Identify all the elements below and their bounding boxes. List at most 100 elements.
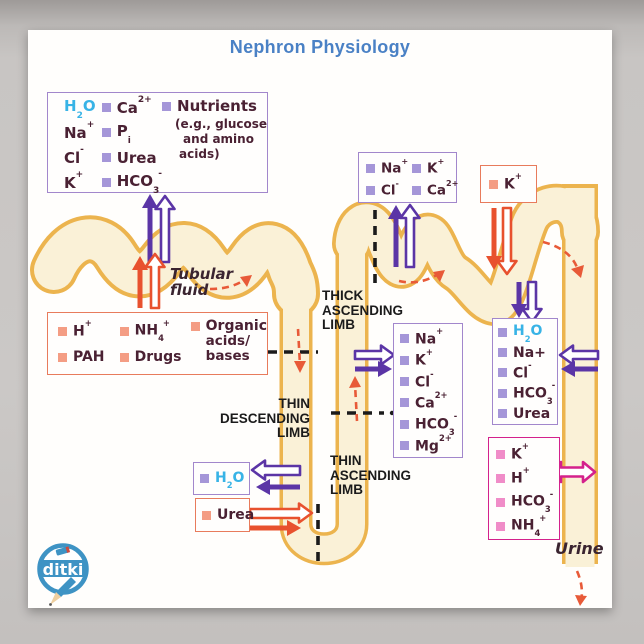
- arrowhead: [388, 205, 404, 219]
- secreted-column-1: H+ PAH: [58, 318, 120, 374]
- chem-item: Na+: [64, 120, 95, 142]
- bullet-square-icon: [58, 326, 67, 336]
- bullet-square-icon: [496, 449, 505, 459]
- flow-arrowheads: [240, 265, 587, 606]
- thick-limb-reabsorption-box: Na+ K+ Cl- Ca2+ HCO3- Mg2+: [393, 323, 463, 458]
- chem-item: K+: [415, 347, 433, 369]
- potassium-secretion-box: K+: [480, 165, 537, 203]
- bullet-square-icon: [400, 376, 409, 386]
- flow-arrow-into-duct: [542, 240, 580, 271]
- chem-item: Na+: [381, 155, 409, 177]
- chem-item: Ca2+: [116, 95, 152, 117]
- chem-item: acids/: [205, 333, 251, 349]
- chem-item: Urea: [217, 507, 255, 523]
- filtrate-column-2: Ca2+ Pi Urea HCO3-: [101, 95, 163, 196]
- chem-item: HCO3-: [116, 168, 163, 196]
- page-title: Nephron Physiology: [229, 37, 411, 57]
- bullet-square-icon: [498, 388, 507, 398]
- label-line: LIMB: [322, 317, 355, 332]
- chem-item: K+: [504, 171, 522, 193]
- chem-item: H+: [73, 318, 92, 340]
- logo-band: [37, 560, 89, 577]
- label-line: DESCENDING: [219, 410, 310, 426]
- logo-text: ditki: [43, 560, 84, 579]
- chem-item: Na+: [513, 344, 546, 361]
- bullet-square-icon: [119, 352, 129, 362]
- water-reabsorption-box: H2O: [193, 462, 250, 495]
- bullet-square-icon: [101, 128, 111, 137]
- bullet-square-icon: [496, 521, 505, 531]
- chem-item: bases: [205, 348, 250, 364]
- chem-item: Ca2+: [427, 177, 459, 199]
- chem-item-water: H2O: [513, 323, 543, 344]
- exchange-arrow-collecting-duct: [547, 460, 597, 484]
- bullet-square-icon: [202, 510, 211, 520]
- distal-tubule-lumen: [335, 187, 597, 323]
- chem-item: K+: [511, 441, 529, 463]
- chem-item: Drugs: [134, 349, 182, 365]
- flow-arrowhead: [575, 595, 587, 606]
- bullet-square-icon: [119, 326, 129, 336]
- arrowhead: [486, 256, 502, 270]
- hollow-arrow: [521, 280, 543, 324]
- distal-reabsorption-box: Na+ K+ Cl- Ca2+: [358, 152, 459, 203]
- bullet-square-icon: [496, 473, 505, 483]
- chem-item: HCO3-: [511, 488, 554, 515]
- chem-item: Urea: [513, 405, 551, 422]
- bullet-square-icon: [101, 178, 111, 187]
- chem-item: Urea: [116, 148, 157, 167]
- nutrients-line: and amino: [183, 132, 254, 146]
- chem-item: NH4+: [511, 512, 547, 539]
- secreted-organics: Organic acids/ bases: [190, 318, 267, 374]
- filtrate-nutrients: Nutrients (e.g., glucose and amino acids…: [162, 95, 267, 192]
- hollow-arrow: [144, 252, 166, 310]
- hollow-arrow: [496, 206, 518, 276]
- bullet-square-icon: [489, 179, 498, 189]
- urea-secretion-box: Urea: [195, 498, 254, 532]
- label-line: LIMB: [277, 425, 310, 440]
- label-line: THIN: [330, 453, 362, 468]
- chem-item: Pi: [116, 122, 131, 146]
- nutrients-line: (e.g., glucose: [175, 117, 267, 131]
- chem-item: NH4+: [134, 317, 170, 344]
- ditki-logo: ditki: [37, 543, 89, 606]
- label-line: THICK: [322, 288, 364, 303]
- arrowhead: [132, 256, 148, 270]
- nephron-diagram: [30, 183, 600, 606]
- chem-item: Cl-: [415, 368, 434, 391]
- bullet-square-icon: [400, 355, 409, 365]
- bullet-square-icon: [366, 163, 375, 173]
- collecting-duct-exchange-box: K+ H+ HCO3- NH4+: [488, 437, 560, 540]
- bullet-square-icon: [400, 419, 409, 429]
- collecting-duct-reabsorption-box: H2O Na+ Cl- HCO3- Urea: [492, 318, 558, 425]
- arrowhead: [142, 194, 158, 208]
- label-line: THIN: [278, 396, 311, 411]
- flow-arrow-ascending: [353, 383, 359, 422]
- bullet-square-icon: [200, 474, 209, 483]
- chem-item: PAH: [73, 349, 105, 365]
- flow-arrow-descending: [296, 328, 302, 366]
- nutrients-line: acids): [179, 147, 220, 161]
- flow-arrowhead: [433, 270, 445, 282]
- flow-arrowhead: [294, 361, 306, 373]
- bullet-square-icon: [101, 153, 111, 162]
- hollow-arrow: [154, 194, 176, 264]
- thin-ascending-limb-label: THIN ASCENDING LIMB: [330, 453, 412, 498]
- loop-of-henle-lumen: [283, 227, 365, 562]
- chem-item: K+: [427, 155, 445, 177]
- segment-boundary-dashes: [268, 210, 384, 561]
- chem-item: Cl-: [64, 145, 84, 167]
- chem-item: Cl-: [513, 360, 532, 382]
- chem-item: Cl-: [381, 177, 399, 199]
- label-line: ASCENDING: [330, 467, 412, 483]
- chem-item: K+: [64, 170, 84, 192]
- label-line: LIMB: [330, 482, 363, 497]
- thin-descending-limb-label: THIN DESCENDING LIMB: [208, 396, 311, 441]
- logo-pencil-icon: [49, 546, 76, 606]
- flow-arrowhead: [240, 275, 252, 287]
- tubular-fluid-label: Tubular fluid: [170, 266, 233, 298]
- bullet-square-icon: [498, 327, 507, 337]
- flow-arrowhead: [571, 265, 584, 278]
- chem-item-water: H2O: [215, 469, 245, 490]
